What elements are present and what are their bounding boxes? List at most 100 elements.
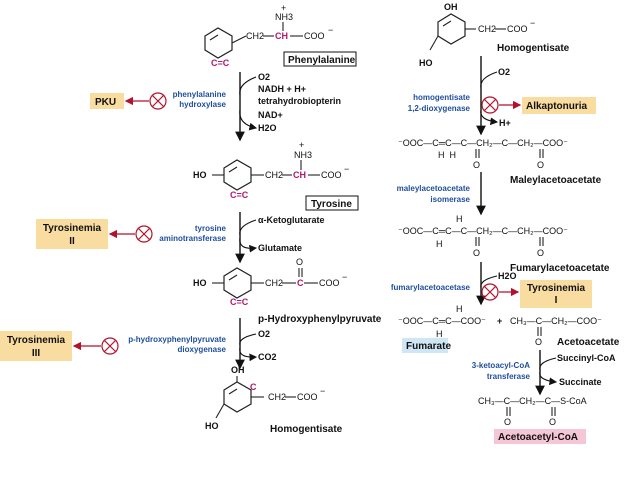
svg-text:O: O <box>473 160 480 170</box>
tyrosinemia-1-label: Tyrosinemia <box>527 283 586 294</box>
tyrosinemia-3-box <box>0 331 72 361</box>
svg-text:C=C: C=C <box>230 297 249 307</box>
tyrosinemia-3-label: Tyrosinemia <box>7 335 66 346</box>
svg-text:C: C <box>250 382 257 392</box>
svg-text:NADH + H+: NADH + H+ <box>258 84 306 94</box>
svg-text:H: H <box>436 239 443 249</box>
amino-group: NH3 <box>275 12 293 22</box>
svg-text:H2O: H2O <box>258 123 277 133</box>
tyrosine-box <box>305 195 359 211</box>
fumarate-box <box>402 338 448 353</box>
enzyme-ketoacyl-coa-transferase: 3-ketoacyl-CoA <box>472 361 530 370</box>
svg-text:H: H <box>456 304 463 314</box>
hydroxyphenylpyruvate-label: p-Hydroxyphenylpyruvate <box>258 314 382 325</box>
svg-text:CH2: CH2 <box>265 278 283 288</box>
hydroxyphenylpyruvate-structure: HO CH2 C COO − O C=C <box>193 257 347 307</box>
acetoacetyl-coa-box <box>494 429 586 444</box>
svg-text:⁻OOC—C═C—COO⁻: ⁻OOC—C═C—COO⁻ <box>398 316 486 326</box>
enzyme-homogentisate-dioxygenase: homogentisate <box>413 93 470 102</box>
svg-text:1,2-dioxygenase: 1,2-dioxygenase <box>408 104 471 113</box>
svg-text:transferase: transferase <box>487 372 531 381</box>
svg-text:H2O: H2O <box>498 271 517 281</box>
tyrosinemia-1-box <box>520 280 592 308</box>
tyrosine-label: Tyrosine <box>311 199 352 210</box>
svg-text:O2: O2 <box>258 329 270 339</box>
svg-text:C=C: C=C <box>230 190 249 200</box>
svg-text:−: − <box>342 272 347 282</box>
svg-text:tetrahydrobiopterin: tetrahydrobiopterin <box>258 96 341 106</box>
step1-in-curve <box>239 76 257 96</box>
enzyme-hpp-dioxygenase: p-hydroxyphenylpyruvate <box>128 335 226 344</box>
svg-text:hydroxylase: hydroxylase <box>179 100 226 109</box>
fumarylacetoacetate-structure: H ⁻OOC—C═C—C—CH₂—C—CH₂—COO⁻ H O O <box>398 214 568 258</box>
ch2-group: CH2 <box>246 31 264 41</box>
svg-text:HO: HO <box>205 421 219 431</box>
acetoacetyl-coa-structure: CH₃—C—CH₂—C—S-CoA O O <box>478 396 587 427</box>
enzyme-phenylalanine-hydroxylase: phenylalanine <box>173 90 227 99</box>
tyrosine-structure: HO CH2 CH COO − NH3 + C=C <box>193 140 349 200</box>
svg-text:HO: HO <box>193 278 207 288</box>
svg-text:II: II <box>69 236 75 247</box>
svg-text:H H: H H <box>438 150 456 160</box>
maleylacetoacetate-structure: ⁻OOC—C═C—C—CH₂—C—CH₂—COO⁻ H H O O <box>398 138 568 170</box>
homogentisate-left-label: Homogentisate <box>270 424 343 435</box>
enzyme-fumarylacetoacetase: fumarylacetoacetase <box>391 283 471 292</box>
svg-text:O: O <box>537 160 544 170</box>
svg-text:O2: O2 <box>258 72 270 82</box>
svg-text:OH: OH <box>231 365 245 375</box>
svg-text:CH₃—C—CH₂—COO⁻: CH₃—C—CH₂—COO⁻ <box>510 316 602 326</box>
svg-text:O: O <box>549 417 556 427</box>
svg-text:CO2: CO2 <box>258 352 277 362</box>
inhibition-tyrosinemia-3 <box>72 337 119 355</box>
pku-label: PKU <box>95 97 116 108</box>
svg-text:CH2: CH2 <box>478 24 496 34</box>
hydroxyl-group: HO <box>193 170 207 180</box>
svg-text:O2: O2 <box>498 67 510 77</box>
svg-text:isomerase: isomerase <box>430 195 470 204</box>
benzene-ring <box>204 27 233 59</box>
svg-text:COO: COO <box>297 392 318 402</box>
svg-text:H: H <box>436 329 443 339</box>
svg-text:COO: COO <box>319 278 340 288</box>
acetoacetate-label: Acetoacetate <box>557 337 620 348</box>
alkaptonuria-box <box>522 97 596 114</box>
svg-text:Succinyl-CoA: Succinyl-CoA <box>557 353 616 363</box>
acetoacetyl-coa-label: Acetoacetyl-CoA <box>498 432 578 443</box>
svg-text:CH: CH <box>293 170 306 180</box>
step1-out-curve <box>239 109 258 131</box>
svg-text:dioxygenase: dioxygenase <box>178 345 227 354</box>
phenylalanine-label: Phenylalanine <box>288 55 356 66</box>
svg-text:O: O <box>537 248 544 258</box>
svg-text:COO: COO <box>321 170 342 180</box>
phenylalanine-box <box>283 51 357 67</box>
enzyme-tyrosine-aminotransferase: tyrosine <box>195 224 227 233</box>
svg-text:+: + <box>299 140 304 150</box>
svg-text:NAD+: NAD+ <box>258 110 283 120</box>
svg-text:H: H <box>456 214 463 224</box>
svg-text:O: O <box>296 257 303 267</box>
svg-text:O: O <box>473 248 480 258</box>
svg-text:aminotransferase: aminotransferase <box>159 234 226 243</box>
fumarylacetoacetate-formula: ⁻OOC—C═C—C—CH₂—C—CH₂—COO⁻ <box>398 226 568 236</box>
svg-text:COO: COO <box>507 24 528 34</box>
alpha-carbon: CH <box>275 31 288 41</box>
svg-text:−: − <box>344 164 349 174</box>
alkaptonuria-label: Alkaptonuria <box>526 101 588 112</box>
svg-text:+: + <box>281 3 286 13</box>
svg-text:Succinate: Succinate <box>559 377 602 387</box>
svg-text:α-Ketoglutarate: α-Ketoglutarate <box>258 215 325 225</box>
phenylalanine-structure: CH2 CH COO − NH3 + C=C <box>204 3 333 68</box>
homogentisate-right-label: Homogentisate <box>497 43 570 54</box>
fumarate-acetoacetate-structures: H ⁻OOC—C═C—COO⁻ H + CH₃—C—CH₂—COO⁻ O <box>398 304 602 347</box>
inhibition-alkaptonuria <box>481 96 522 114</box>
inhibition-tyrosinemia-2 <box>108 225 153 243</box>
svg-text:C: C <box>297 278 304 288</box>
svg-text:H+: H+ <box>499 118 511 128</box>
svg-text:C=C: C=C <box>211 58 230 68</box>
svg-text:O: O <box>504 417 511 427</box>
homogentisate-left-structure: OH HO C CH2 COO − <box>205 365 325 431</box>
svg-text:CH2: CH2 <box>265 170 283 180</box>
svg-text:CH₃—C—CH₂—C—S-CoA: CH₃—C—CH₂—C—S-CoA <box>478 396 587 406</box>
enzyme-maleylacetoacetate-isomerase: maleylacetoacetate <box>397 184 471 193</box>
homogentisate-right-structure: OH HO CH2 COO − <box>419 2 535 68</box>
